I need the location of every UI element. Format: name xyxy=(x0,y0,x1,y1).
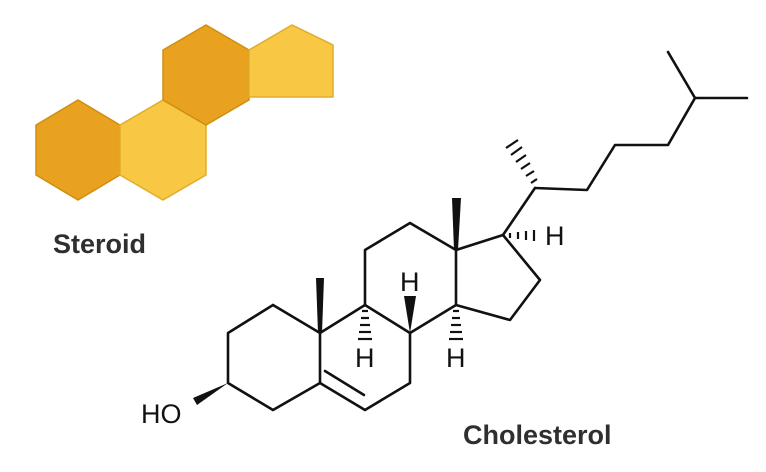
c17-c20-bond xyxy=(501,186,537,237)
c8-wedge-bond xyxy=(404,296,416,333)
steroid-ring-d xyxy=(248,24,334,98)
c21-hash-bond xyxy=(505,139,538,184)
cholesterol-structure: HO H H H H xyxy=(141,50,749,429)
c13-methyl-wedge xyxy=(452,198,461,250)
c14-hash-bond xyxy=(449,309,463,341)
hydroxyl-wedge xyxy=(193,383,228,405)
c17-hydrogen-label: H xyxy=(545,221,565,251)
c8-hydrogen-label: H xyxy=(400,267,420,297)
steroid-label: Steroid xyxy=(53,229,147,259)
c9-hydrogen-label: H xyxy=(355,343,375,373)
cholesterol-label: Cholesterol xyxy=(463,420,612,450)
c17-hash-bond xyxy=(508,230,536,241)
steroid-ring-a xyxy=(35,99,121,201)
c14-hydrogen-label: H xyxy=(446,343,466,373)
ring-b-double-bond xyxy=(323,369,366,397)
ring-c-bonds xyxy=(363,221,458,335)
ring-a-bonds xyxy=(226,303,322,412)
ring-b-bonds xyxy=(318,303,412,412)
hydroxyl-atom-label: HO xyxy=(141,399,182,429)
side-chain-bonds xyxy=(533,96,749,192)
c10-methyl-wedge xyxy=(316,278,324,333)
ring-d-bonds xyxy=(454,233,542,322)
steroid-ring-skeleton xyxy=(35,24,334,201)
c9-hash-bond xyxy=(358,309,372,341)
terminal-methyl-bond xyxy=(666,50,697,100)
